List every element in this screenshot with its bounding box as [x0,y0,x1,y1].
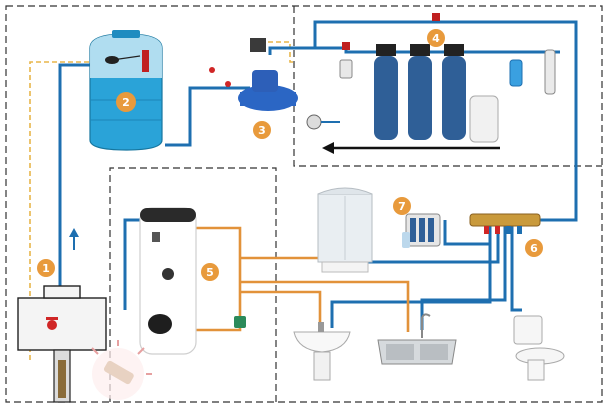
wellhead [17,285,107,403]
filtration-system [306,13,556,143]
badge-4: 4 [427,29,445,47]
level-sensor [142,50,149,72]
badge-2: 2 [116,92,136,112]
pump-to-filters-pipe [268,20,578,55]
tank-to-pump-pipe [165,86,250,147]
circulation-pump [234,316,246,328]
hot-sink-pipe [240,280,410,332]
wash-basin [293,322,351,381]
pump-motor [252,70,278,92]
water-heater-boiler [139,207,246,355]
control-wire-pump [268,41,296,63]
boiler-inspection-flange [148,314,172,334]
badge-5: 5 [201,263,219,281]
distribution-manifold [469,213,541,234]
filter-column-2 [408,44,432,140]
orange-pipes [196,226,410,332]
wellhead-box [17,297,107,351]
up-arrow-icon [69,228,79,250]
badge-4-label: 4 [432,32,440,45]
badge-6-label: 6 [530,242,538,255]
coarse-filter [339,42,353,79]
shower-cold-pipe [352,226,500,264]
sink-cold-pipe [420,226,507,330]
house-zone-frame [109,167,277,402]
boiler-control-panel [152,232,160,242]
badge-3-label: 3 [258,124,266,137]
badge-7-label: 7 [398,200,406,213]
pressure-switch [250,38,266,52]
ro-feed-pipe [443,220,490,246]
badge-5-label: 5 [206,266,214,279]
outer-frame [5,5,603,403]
well-pump [58,360,66,398]
reverse-osmosis-filter [402,213,441,248]
badge-1-label: 1 [42,262,50,275]
badge-6: 6 [525,239,543,257]
brine-tank [469,95,499,143]
toilet [513,315,565,381]
brush-logo-icon [91,340,152,400]
treatment-zone-frame [293,6,602,167]
wellhead-cap [43,285,81,299]
cartridge-filter [509,59,523,87]
control-wire-left [29,61,90,360]
boiler-thermostat [162,268,174,280]
filter-column-3 [442,44,466,140]
basin-cold-pipe [330,226,492,328]
badge-2-label: 2 [122,96,130,109]
filter-line-pipe [315,46,560,54]
boiler-hot-out-pipe [196,226,242,332]
pump-station [209,38,298,111]
blue-pipes [58,20,578,330]
red-valve-icon [46,317,58,330]
toilet-pipe [510,226,522,312]
hot-basin-pipe [240,290,322,330]
left-arrow-icon [322,142,334,154]
uv-sterilizer [544,49,556,95]
badge-1: 1 [37,259,55,277]
kitchen-sink [377,313,457,365]
badge-3: 3 [253,121,271,139]
hot-shower-pipe [240,250,332,260]
zone-frames [5,5,603,403]
house-feed-pipe [123,218,140,310]
drain-line [322,142,500,154]
storage-tank [89,30,163,151]
shower-cabin [317,187,373,273]
badges: 1 2 3 4 5 6 7 [37,29,543,281]
well-riser-pipe [58,63,100,300]
badge-7: 7 [393,197,411,215]
bypass-pump [306,114,340,130]
filter-column-1 [374,44,398,140]
